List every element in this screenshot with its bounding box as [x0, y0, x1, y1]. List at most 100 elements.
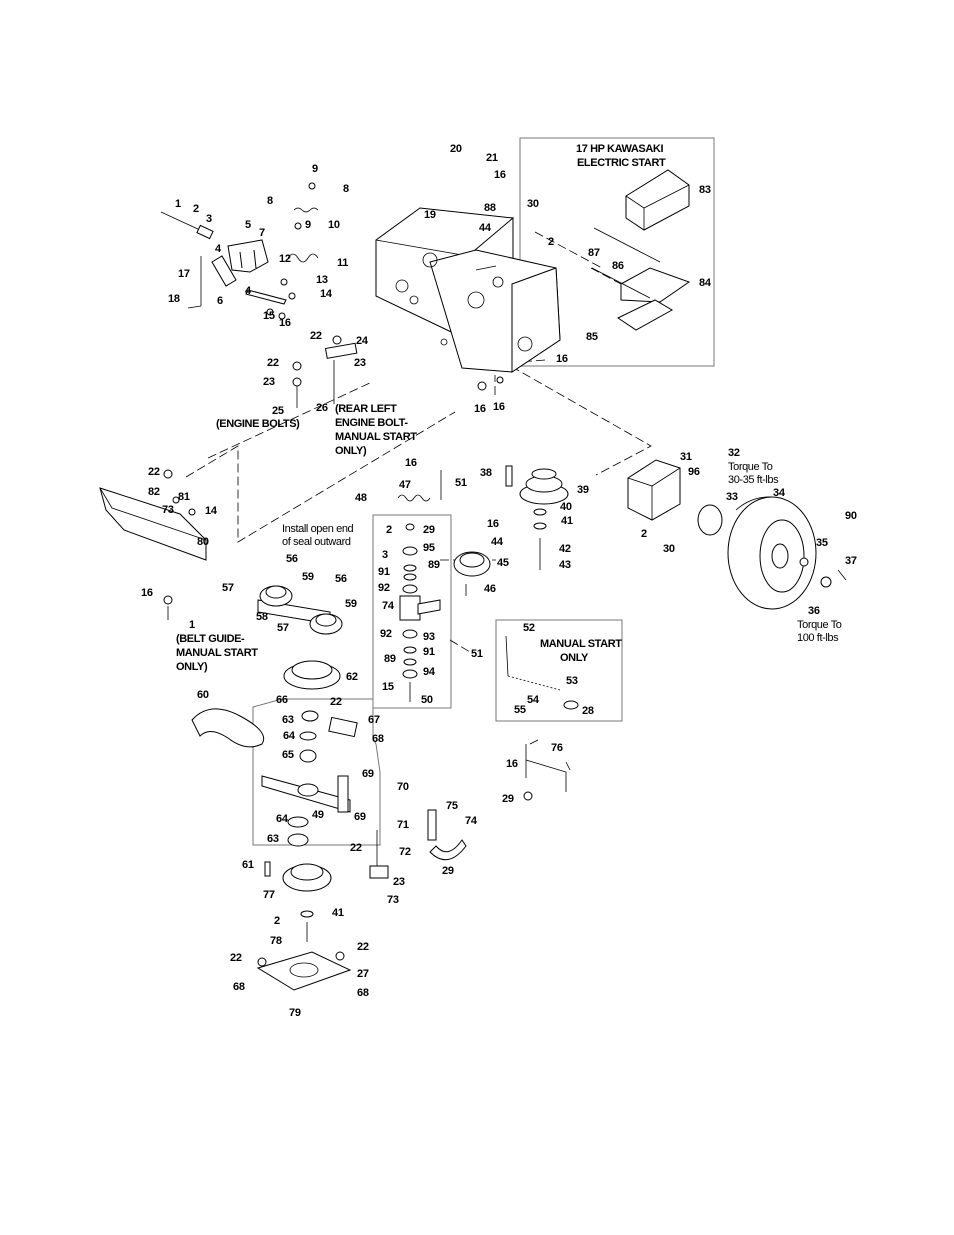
part-callout: 77: [263, 889, 275, 901]
part-callout: 11: [337, 257, 348, 269]
torque-note-1-line1: Torque To: [728, 461, 773, 473]
idler-pulley-flat: [397, 470, 491, 596]
idler-assembly-outline: [252, 698, 381, 846]
part-callout: 1: [189, 619, 195, 631]
part-callout: 44: [491, 536, 504, 548]
part-callout: 53: [566, 675, 578, 687]
part-callout: 42: [559, 543, 571, 555]
part-callout: 51: [455, 477, 467, 489]
belt-guide-note-line3: ONLY): [176, 661, 208, 673]
part-callout: 87: [588, 247, 600, 259]
rear-left-note-line3: MANUAL START: [335, 431, 417, 443]
part-callout: 16: [494, 169, 506, 181]
part-callout: 16: [405, 457, 417, 469]
part-callout: 1: [175, 198, 181, 210]
rear-left-note-line4: ONLY): [335, 445, 367, 457]
part-callout: 82: [148, 486, 160, 498]
part-callout: 74: [382, 600, 395, 612]
part-callout: 75: [446, 800, 458, 812]
part-callout: 86: [612, 260, 624, 272]
part-callout: 85: [586, 331, 598, 343]
torque-note-2-line1: Torque To: [797, 619, 842, 631]
part-callout: 27: [357, 968, 369, 980]
part-callout: 54: [527, 694, 540, 706]
part-callout: 89: [428, 559, 440, 571]
part-callout: 16: [493, 401, 505, 413]
axle-and-wheel: [505, 459, 847, 610]
part-callout: 52: [523, 622, 535, 634]
part-callout: 22: [230, 952, 242, 964]
part-callout: 22: [148, 466, 160, 478]
part-callout: 21: [486, 152, 498, 164]
part-callout: 73: [162, 504, 174, 516]
kawasaki-note-line1: 17 HP KAWASAKI: [576, 143, 663, 155]
torque-note-2-line2: 100 ft-lbs: [797, 632, 839, 644]
idler-arm-assembly: [261, 710, 389, 879]
part-callout: 94: [423, 666, 436, 678]
part-callout: 57: [222, 582, 234, 594]
part-callout: 62: [346, 671, 358, 683]
part-callout: 12: [279, 253, 291, 265]
part-callout: 92: [380, 628, 392, 640]
part-callout: 29: [423, 524, 435, 536]
part-callout: 68: [372, 733, 384, 745]
manual-start-box: [495, 619, 623, 722]
manual-start-cable: [505, 635, 579, 710]
part-callout: 41: [561, 515, 573, 527]
part-callout: 45: [497, 557, 509, 569]
part-callout: 46: [484, 583, 496, 595]
part-callout: 2: [641, 528, 647, 540]
part-callout: 22: [310, 330, 322, 342]
part-callout: 9: [305, 219, 311, 231]
part-callout: 64: [276, 813, 289, 825]
belt-guide: [99, 469, 207, 561]
part-callout: 8: [267, 195, 273, 207]
part-callout: 3: [382, 549, 388, 561]
part-callout: 93: [423, 631, 435, 643]
part-callout: 65: [282, 749, 294, 761]
part-callout: 59: [345, 598, 357, 610]
part-callout: 15: [382, 681, 394, 693]
part-callout: 63: [282, 714, 294, 726]
part-callout: 19: [424, 209, 436, 221]
part-callout: 44: [479, 222, 492, 234]
part-callout: 2: [193, 203, 199, 215]
belt-guide-note-line1: (BELT GUIDE-: [176, 633, 245, 645]
part-callout: 35: [816, 537, 828, 549]
part-callout: 49: [312, 809, 324, 821]
part-callout: 67: [368, 714, 380, 726]
part-callout: 51: [471, 648, 483, 660]
belt-guide-pulleys: [163, 585, 343, 635]
electric-start-bracket: [591, 169, 691, 331]
part-callout: 78: [270, 935, 282, 947]
part-callout: 16: [556, 353, 568, 365]
seal-note-line2: of seal outward: [282, 536, 351, 548]
part-callout: 48: [355, 492, 367, 504]
part-callout: 4: [245, 285, 252, 297]
part-callout: 4: [215, 243, 222, 255]
part-callout: 28: [582, 705, 594, 717]
part-callout: 91: [423, 646, 435, 658]
part-callout: 61: [242, 859, 254, 871]
part-callout: 23: [263, 376, 275, 388]
part-callout: 6: [217, 295, 223, 307]
manual-start-note-line1: MANUAL START: [540, 638, 622, 650]
part-callout: 60: [197, 689, 209, 701]
part-callout: 37: [845, 555, 857, 567]
part-callout: 47: [399, 479, 411, 491]
pivot-assembly-box: [372, 514, 452, 709]
part-callout: 69: [362, 768, 374, 780]
part-callout: 56: [286, 553, 298, 565]
part-callout: 16: [279, 317, 291, 329]
part-callout: 72: [399, 846, 411, 858]
part-callout: 89: [384, 653, 396, 665]
part-callout: 5: [245, 219, 251, 231]
manual-start-note-line2: ONLY: [560, 652, 589, 664]
part-callout: 23: [354, 357, 366, 369]
main-pulley-and-belt: [191, 660, 341, 748]
lower-pulley-and-plate: [256, 861, 352, 991]
part-callout: 88: [484, 202, 496, 214]
rear-left-note-line1: (REAR LEFT: [335, 403, 397, 415]
part-callout: 74: [465, 815, 478, 827]
